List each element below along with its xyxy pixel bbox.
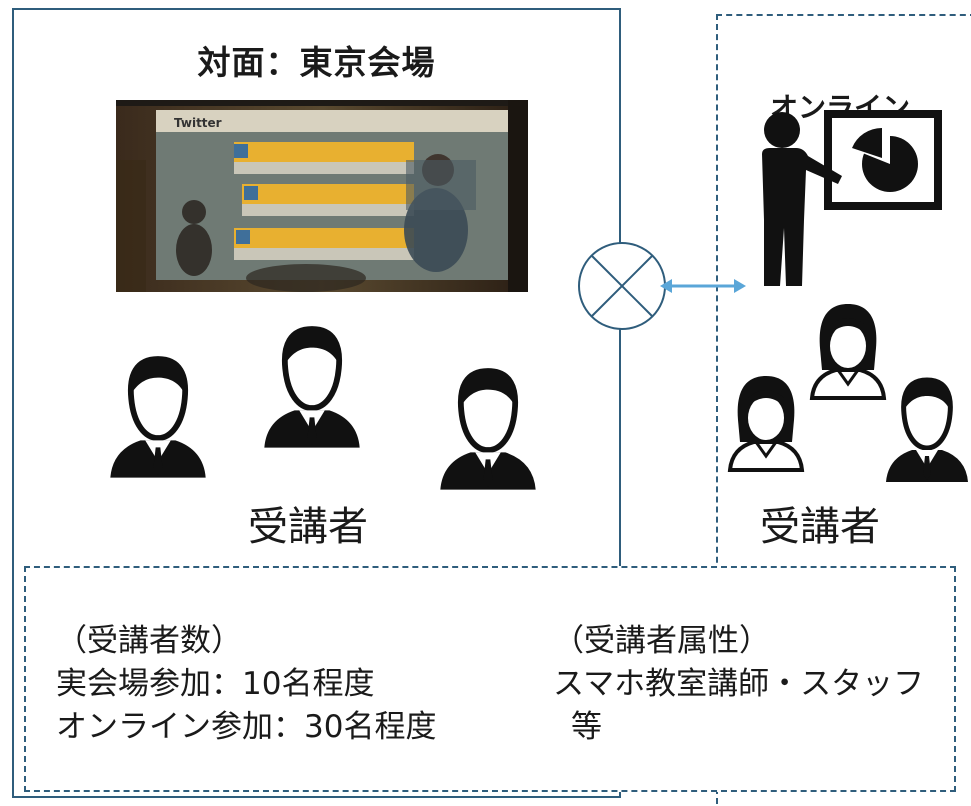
trainee-attribute-block: （受講者属性） スマホ教室講師・スタッフ 等	[553, 620, 924, 749]
online-count-line: オンライン参加：30名程度	[56, 709, 437, 745]
bidirectional-arrow-icon	[660, 276, 746, 296]
trainee-count-block: （受講者数） 実会場参加：10名程度 オンライン参加：30名程度	[56, 620, 436, 749]
info-box	[24, 566, 956, 792]
online-frame	[716, 14, 971, 804]
businessman-icon	[438, 362, 538, 494]
businessman-icon	[262, 320, 362, 452]
connector-icon	[576, 240, 668, 332]
venue-count-line: 実会場参加：10名程度	[56, 666, 375, 702]
lecturer-icon	[754, 108, 944, 288]
businessman-icon	[108, 350, 208, 482]
venue-trainee-label: 受講者	[248, 504, 368, 550]
attribute-etc: 等	[571, 709, 602, 745]
pie-chart-board-icon	[852, 127, 918, 192]
slide-heading: Twitter	[174, 116, 222, 130]
venue-photo: Twitter	[116, 100, 528, 292]
online-trainee-label: 受講者	[760, 504, 880, 550]
venue-frame	[12, 8, 621, 798]
businesswoman-icon	[808, 300, 888, 400]
businessman-icon	[884, 374, 970, 484]
venue-title: 対面：東京会場	[197, 43, 436, 82]
attribute-line: スマホ教室講師・スタッフ	[553, 666, 925, 702]
businesswoman-icon	[726, 372, 806, 472]
trainee-count-heading: （受講者数）	[56, 623, 242, 659]
trainee-attribute-heading: （受講者属性）	[553, 623, 770, 659]
